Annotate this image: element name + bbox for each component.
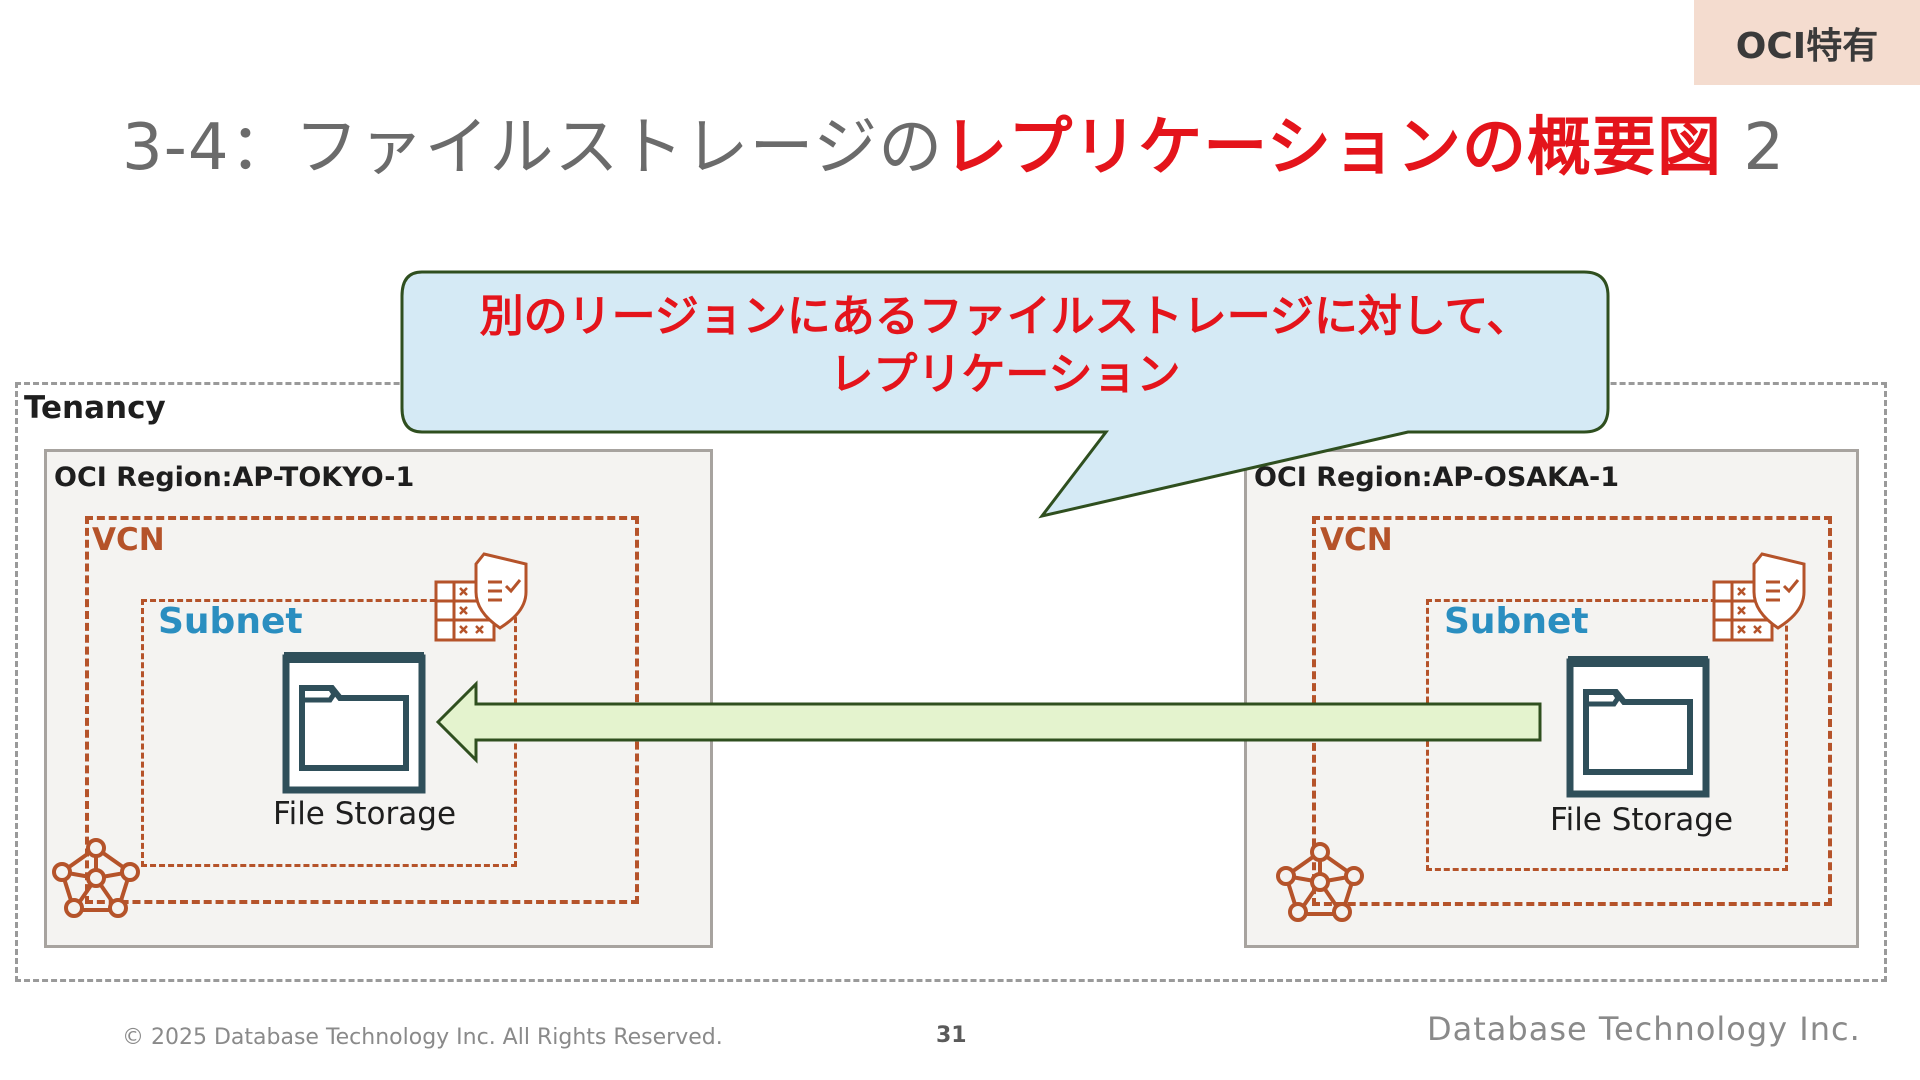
title-suffix: 2 (1721, 111, 1786, 185)
tenancy-label: Tenancy (24, 390, 166, 426)
file-storage-icon (1566, 656, 1710, 798)
company-logo-text: Database Technology Inc. (1427, 1010, 1861, 1048)
footer-copyright: © 2025 Database Technology Inc. All Righ… (122, 1025, 723, 1050)
vcn-label-osaka: VCN (1320, 522, 1393, 558)
title-highlight: レプリケーションの概要図 (943, 111, 1722, 185)
file-storage-label-osaka: File Storage (1550, 802, 1734, 838)
slide-title: 3-4：ファイルストレージのレプリケーションの概要図 2 (122, 96, 1785, 188)
callout-text: 別のリージョンにあるファイルストレージに対して、 レプリケーション (402, 288, 1608, 404)
file-storage-icon (282, 652, 426, 794)
security-list-icon (1712, 552, 1806, 642)
vcn-label-tokyo: VCN (92, 522, 165, 558)
title-prefix: 3-4：ファイルストレージの (122, 111, 944, 185)
oci-specific-badge: OCI特有 (1694, 0, 1920, 85)
callout-line-2: レプリケーション (829, 349, 1181, 400)
subnet-label-tokyo: Subnet (158, 601, 303, 642)
replication-arrow-head (436, 682, 542, 762)
vcn-network-icon (52, 838, 140, 918)
file-storage-label-tokyo: File Storage (273, 796, 457, 832)
region-label-tokyo: OCI Region:AP-TOKYO-1 (54, 462, 415, 493)
vcn-network-icon (1276, 842, 1364, 922)
callout-line-1: 別のリージョンにあるファイルストレージに対して、 (479, 291, 1531, 342)
subnet-label-osaka: Subnet (1444, 601, 1589, 642)
page-number: 31 (936, 1023, 967, 1048)
security-list-icon (434, 552, 528, 642)
region-label-osaka: OCI Region:AP-OSAKA-1 (1254, 462, 1619, 493)
